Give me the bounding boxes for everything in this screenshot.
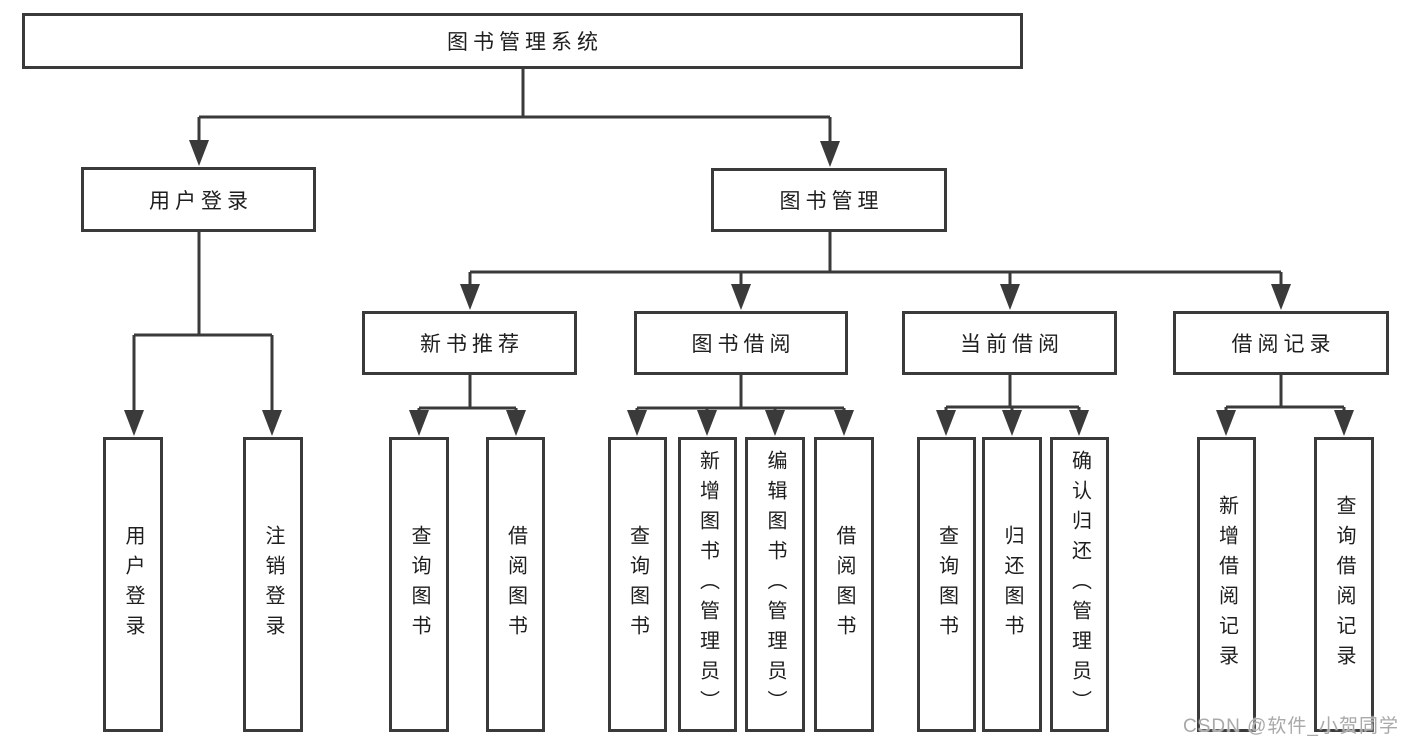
leaf-borrow-books: 借阅图书 [814, 437, 874, 732]
leaf-query-books-current: 查询图书 [917, 437, 976, 732]
csdn-watermark: CSDN @软件_小贺同学 [1183, 716, 1399, 737]
node-current-borrow: 当前借阅 [902, 311, 1117, 375]
node-borrow-records: 借阅记录 [1173, 311, 1389, 375]
leaf-query-borrow-record: 查询借阅记录 [1314, 437, 1374, 732]
arrowheads [124, 140, 1354, 436]
node-new-book-recommend: 新书推荐 [362, 311, 577, 375]
leaf-query-books-borrow: 查询图书 [608, 437, 667, 732]
leaf-edit-book-admin: 编辑图书（管理员） [745, 437, 805, 732]
leaf-add-book-admin: 新增图书（管理员） [678, 437, 737, 732]
leaf-return-books: 归还图书 [982, 437, 1042, 732]
leaf-confirm-return-admin: 确认归还（管理员） [1050, 437, 1109, 732]
node-user-login: 用户登录 [81, 167, 316, 232]
node-book-borrow: 图书借阅 [634, 311, 848, 375]
leaf-query-books-recommend: 查询图书 [389, 437, 449, 732]
leaf-borrow-books-recommend: 借阅图书 [486, 437, 545, 732]
node-root: 图书管理系统 [22, 13, 1023, 69]
leaf-logout: 注销登录 [243, 437, 303, 732]
connector-paths [132, 69, 1346, 416]
leaf-add-borrow-record: 新增借阅记录 [1197, 437, 1256, 732]
leaf-user-login: 用户登录 [103, 437, 163, 732]
node-book-management: 图书管理 [711, 168, 947, 232]
